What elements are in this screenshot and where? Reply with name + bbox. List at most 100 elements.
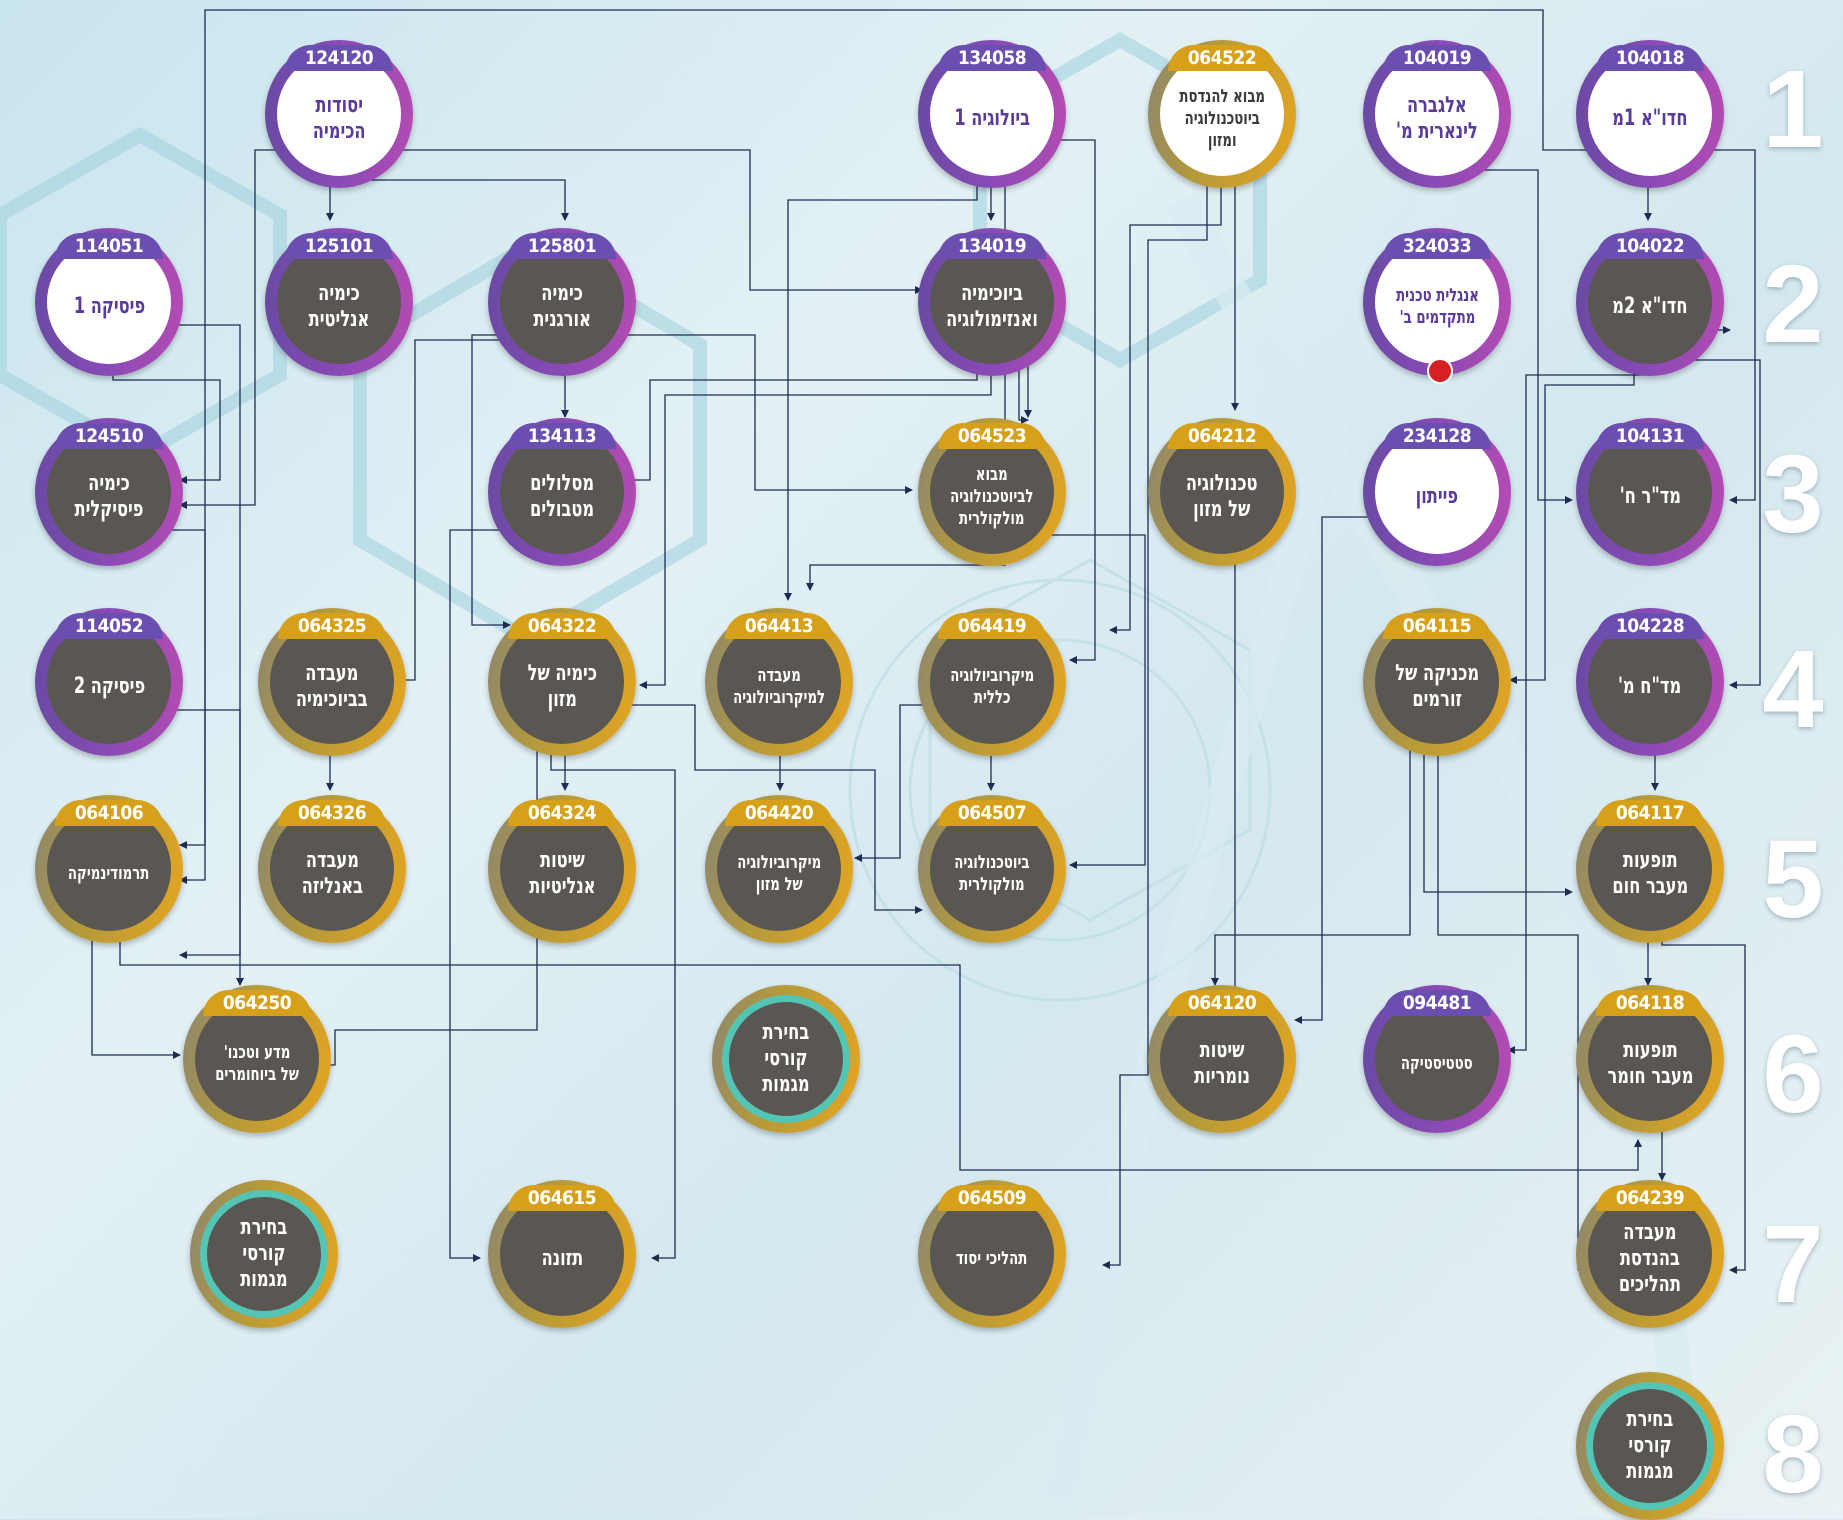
course-node-064239[interactable]: מעבדה בהנדסת תהליכים 064239 — [1576, 1180, 1724, 1328]
semester-number-3: 3 — [1762, 433, 1824, 556]
course-code: 064413 — [725, 613, 833, 639]
course-title: תהליכי יסוד — [956, 1248, 1028, 1269]
course-node-104131[interactable]: מד"ר ח'104131 — [1576, 418, 1724, 566]
elective-track-node-2[interactable]: בחירת קורסי מגמות — [190, 1180, 338, 1328]
course-inner: מיקרוביולוגיה של מזון — [717, 807, 841, 931]
course-inner: ביוכימיה ואנזימולוגיה — [930, 240, 1054, 364]
course-node-125801[interactable]: כימיה אורגנית 125801 — [488, 228, 636, 376]
course-inner: כימיה אורגנית — [500, 240, 624, 364]
course-code: 064507 — [938, 800, 1046, 826]
elective-track-node-1[interactable]: בחירת קורסי מגמות — [712, 985, 860, 1133]
course-code: 064250 — [203, 990, 311, 1016]
course-title: כימיה אורגנית — [533, 281, 591, 332]
course-inner: שיטות אנליטיות — [500, 807, 624, 931]
course-title: פיסיקה 2 — [73, 674, 145, 699]
course-inner: תרמודינמיקה — [47, 807, 171, 931]
course-title: תרמודינמיקה — [68, 863, 150, 884]
course-title: מעבדה למיקרוביולוגיה — [733, 665, 825, 708]
course-code: 064420 — [725, 800, 833, 826]
course-code: 064106 — [55, 800, 163, 826]
course-title: תופעות מעבר חומר — [1606, 1038, 1694, 1089]
course-code: 064120 — [1168, 990, 1276, 1016]
course-inner: תזונה — [500, 1192, 624, 1316]
course-title: מעבדה בהנדסת תהליכים — [1618, 1220, 1682, 1297]
course-node-064250[interactable]: מדע וטכנו' של ביוחומרים 064250 — [183, 985, 331, 1133]
course-inner: חדו"א 1מ — [1588, 52, 1712, 176]
course-title: שיטות נומריות — [1194, 1038, 1250, 1089]
course-inner: כימיה פיסיקלית — [47, 430, 171, 554]
course-node-324033[interactable]: אנגלית טכנית מתקדמים ב'324033 — [1363, 228, 1511, 384]
course-title: סטטיסטיקה — [1401, 1053, 1473, 1074]
course-inner: תהליכי יסוד — [930, 1192, 1054, 1316]
elective-track-node-3[interactable]: בחירת קורסי מגמות — [1576, 1372, 1724, 1520]
semester-number-7: 7 — [1762, 1203, 1824, 1326]
course-code: 064239 — [1596, 1185, 1704, 1211]
elective-inner: בחירת קורסי מגמות — [207, 1197, 321, 1311]
course-title: מדע וטכנו' של ביוחומרים — [215, 1042, 299, 1085]
course-inner: יסודות הכימיה — [277, 52, 401, 176]
course-title: חדו"א 2מ — [1612, 294, 1688, 319]
elective-inner: בחירת קורסי מגמות — [1593, 1389, 1707, 1503]
course-inner: מבוא להנדסת ביוטכנולוגיה ומזון — [1160, 52, 1284, 176]
course-node-064120[interactable]: שיטות נומריות 064120 — [1148, 985, 1296, 1133]
course-title: מיקרוביולוגיה של מזון — [737, 852, 821, 895]
course-title: כימיה של מזון — [527, 661, 597, 712]
course-code: 064615 — [508, 1185, 616, 1211]
elective-label: בחירת קורסי מגמות — [240, 1215, 288, 1292]
course-code: 064509 — [938, 1185, 1046, 1211]
course-node-064106[interactable]: תרמודינמיקה 064106 — [35, 795, 183, 943]
course-title: חדו"א 1מ — [1612, 106, 1688, 131]
course-code: 064117 — [1596, 800, 1704, 826]
course-title: פייתון — [1415, 484, 1459, 509]
course-inner: מעבדה בביוכימיה — [270, 620, 394, 744]
course-code: 064419 — [938, 613, 1046, 639]
course-node-104019[interactable]: אלגברה לינארית מ'104019 — [1363, 40, 1511, 188]
elective-ring: בחירת קורסי מגמות — [200, 1190, 328, 1318]
course-title: תזונה — [541, 1246, 583, 1271]
course-title: ביוכימיה ואנזימולוגיה — [946, 281, 1038, 332]
course-node-104228[interactable]: מד"ח מ'104228 — [1576, 608, 1724, 756]
course-inner: ביוטכנולוגיה מולקולרית — [930, 807, 1054, 931]
course-inner: פייתון — [1375, 430, 1499, 554]
course-code: 064523 — [938, 423, 1046, 449]
course-node-064420[interactable]: מיקרוביולוגיה של מזון 064420 — [705, 795, 853, 943]
course-title: מבוא להנדסת ביוטכנולוגיה ומזון — [1179, 86, 1265, 151]
semester-number-4: 4 — [1762, 628, 1824, 751]
course-node-064413[interactable]: מעבדה למיקרוביולוגיה 064413 — [705, 608, 853, 756]
course-node-064509[interactable]: תהליכי יסוד 064509 — [918, 1180, 1066, 1328]
course-title: אלגברה לינארית מ' — [1396, 93, 1478, 144]
course-title: מכניקה של זורמים — [1395, 661, 1479, 712]
course-node-064615[interactable]: תזונה 064615 — [488, 1180, 636, 1328]
course-code: 125801 — [508, 233, 616, 259]
elective-ring: בחירת קורסי מגמות — [1586, 1382, 1714, 1510]
elective-ring: בחירת קורסי מגמות — [722, 995, 850, 1123]
course-node-064118[interactable]: תופעות מעבר חומר 064118 — [1576, 985, 1724, 1133]
course-inner: אלגברה לינארית מ' — [1375, 52, 1499, 176]
course-inner: מיקרוביולוגיה כללית — [930, 620, 1054, 744]
course-code: 124510 — [55, 423, 163, 449]
course-code: 064118 — [1596, 990, 1704, 1016]
